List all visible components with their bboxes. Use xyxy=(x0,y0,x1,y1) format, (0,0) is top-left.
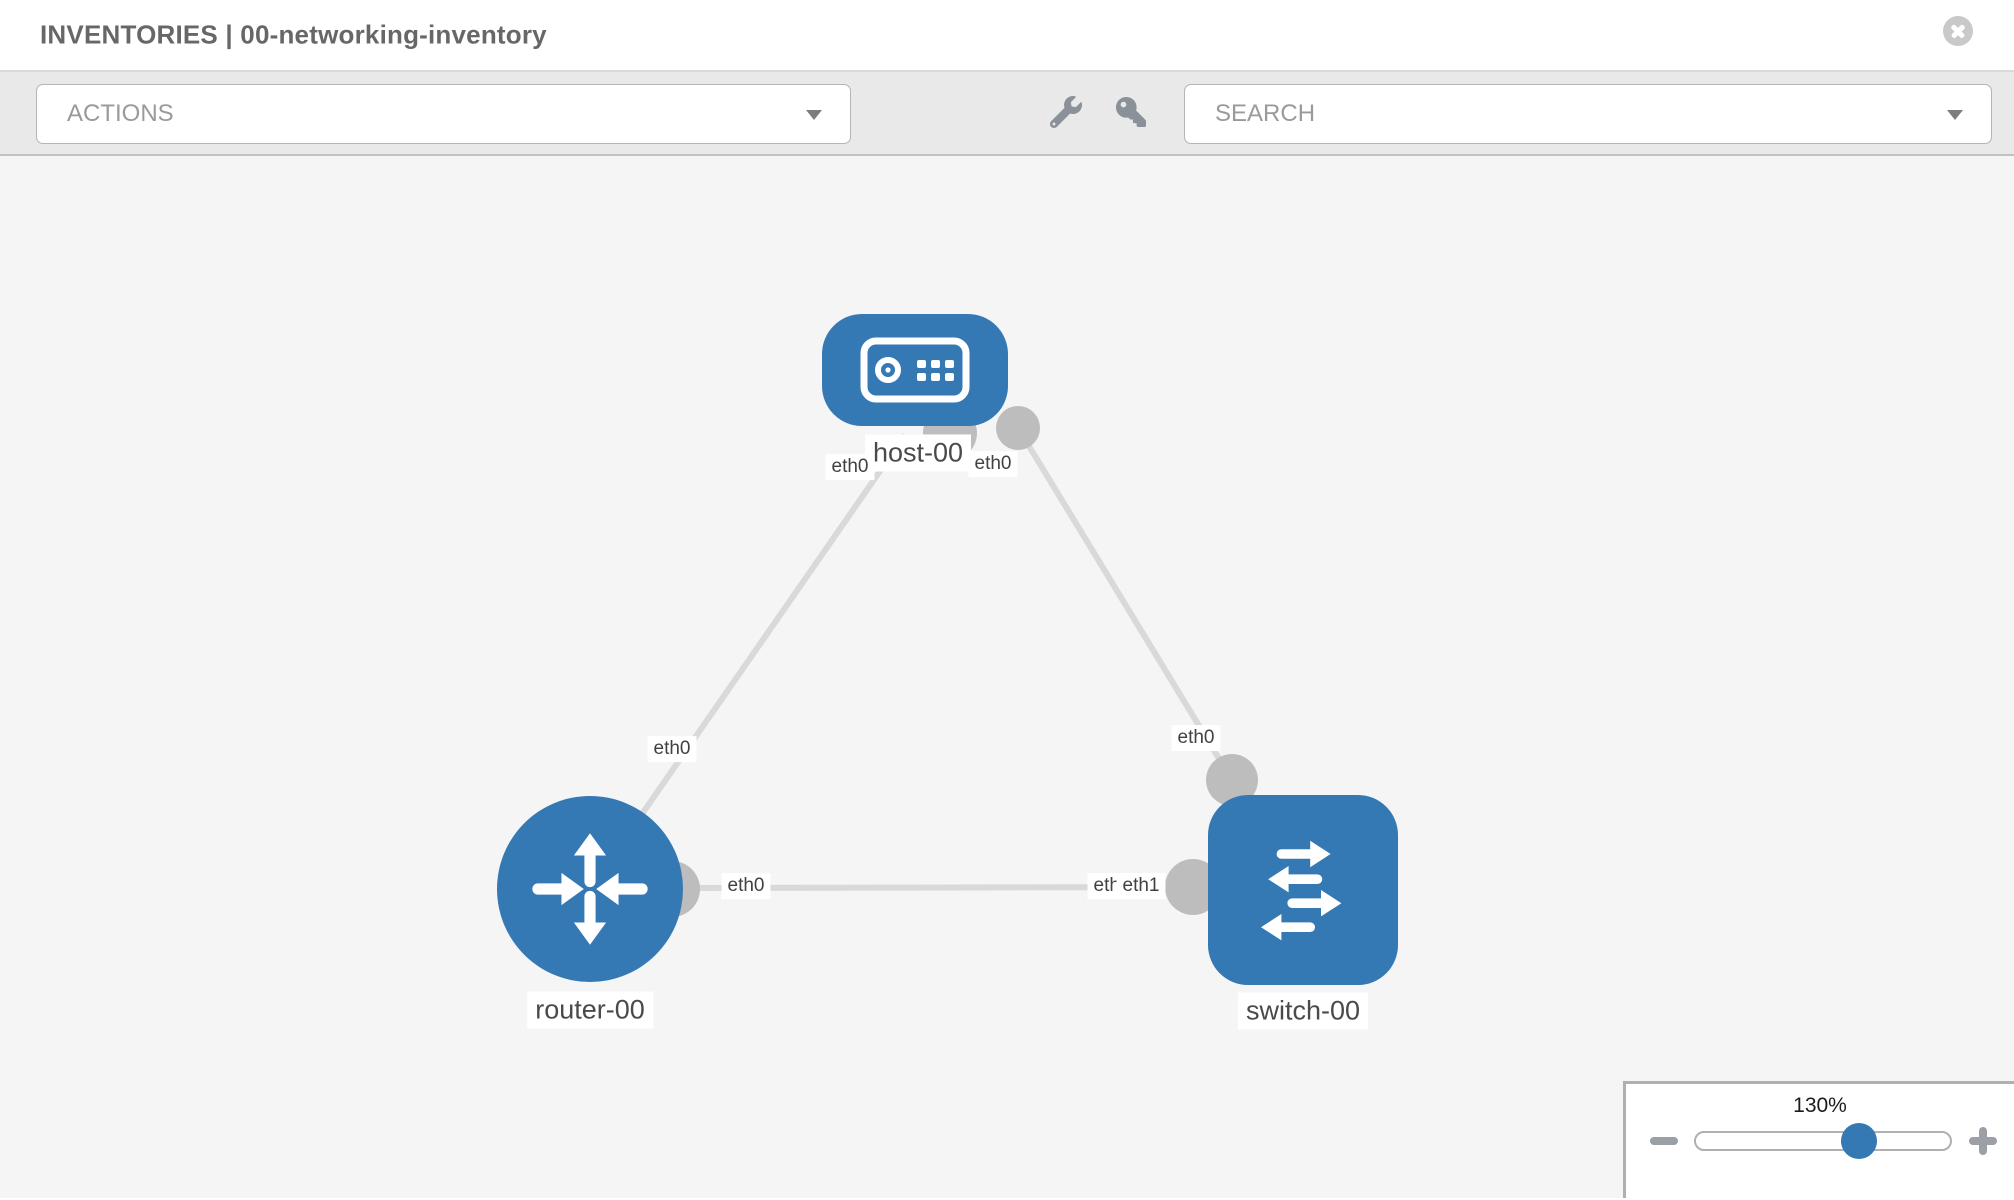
router-icon xyxy=(532,833,648,945)
node-label-host: host-00 xyxy=(864,434,972,472)
iface-label-switch-lan-over: eth1 xyxy=(1116,873,1166,899)
host-icon xyxy=(860,337,970,403)
iface-label-host-left: eth0 xyxy=(825,454,875,480)
page-title: INVENTORIES | 00-networking-inventory xyxy=(40,19,547,50)
close-button[interactable] xyxy=(1943,16,1973,46)
wrench-icon xyxy=(1049,96,1082,129)
node-label-switch: switch-00 xyxy=(1237,992,1369,1030)
port-circle-switch-left xyxy=(1165,859,1221,915)
search-dropdown-label: SEARCH xyxy=(1215,100,1316,127)
tools-button[interactable] xyxy=(1049,96,1082,133)
header-bar: INVENTORIES | 00-networking-inventory xyxy=(0,0,2014,72)
zoom-in-icon[interactable] xyxy=(1968,1126,1998,1156)
iface-label-switch-uplink: eth0 xyxy=(1171,725,1221,751)
search-dropdown[interactable]: SEARCH xyxy=(1184,84,1992,144)
zoom-slider-knob[interactable] xyxy=(1840,1123,1877,1159)
iface-label-router-uplink: eth0 xyxy=(647,736,697,762)
node-switch-00[interactable] xyxy=(1208,795,1398,985)
actions-dropdown-label: ACTIONS xyxy=(67,100,174,127)
link-host-switch xyxy=(1015,426,1235,782)
port-circle-host-right xyxy=(996,406,1040,450)
actions-dropdown[interactable]: ACTIONS xyxy=(36,84,851,144)
port-circle-switch-top xyxy=(1206,754,1258,806)
zoom-percentage: 130% xyxy=(1793,1094,1847,1117)
iface-label-host-right: eth0 xyxy=(968,451,1018,477)
chevron-down-icon xyxy=(806,110,822,120)
node-label-router: router-00 xyxy=(527,991,653,1029)
credentials-button[interactable] xyxy=(1116,96,1146,133)
node-router-00[interactable] xyxy=(497,796,683,982)
switch-icon xyxy=(1261,840,1342,941)
chevron-down-icon xyxy=(1947,110,1963,120)
topology-edges xyxy=(587,406,1258,917)
iface-label-router-lan: eth0 xyxy=(721,873,771,899)
zoom-slider[interactable] xyxy=(1694,1123,1952,1159)
topology-canvas[interactable]: host-00 router-00 switch-00 eth0 eth0 et… xyxy=(0,156,2014,1198)
toolbar: ACTIONS SEARCH xyxy=(0,72,2014,156)
key-icon xyxy=(1116,97,1146,127)
node-host-00[interactable] xyxy=(822,314,1008,426)
zoom-out-icon[interactable] xyxy=(1650,1137,1678,1145)
zoom-control-panel: 130% xyxy=(1623,1081,2014,1198)
